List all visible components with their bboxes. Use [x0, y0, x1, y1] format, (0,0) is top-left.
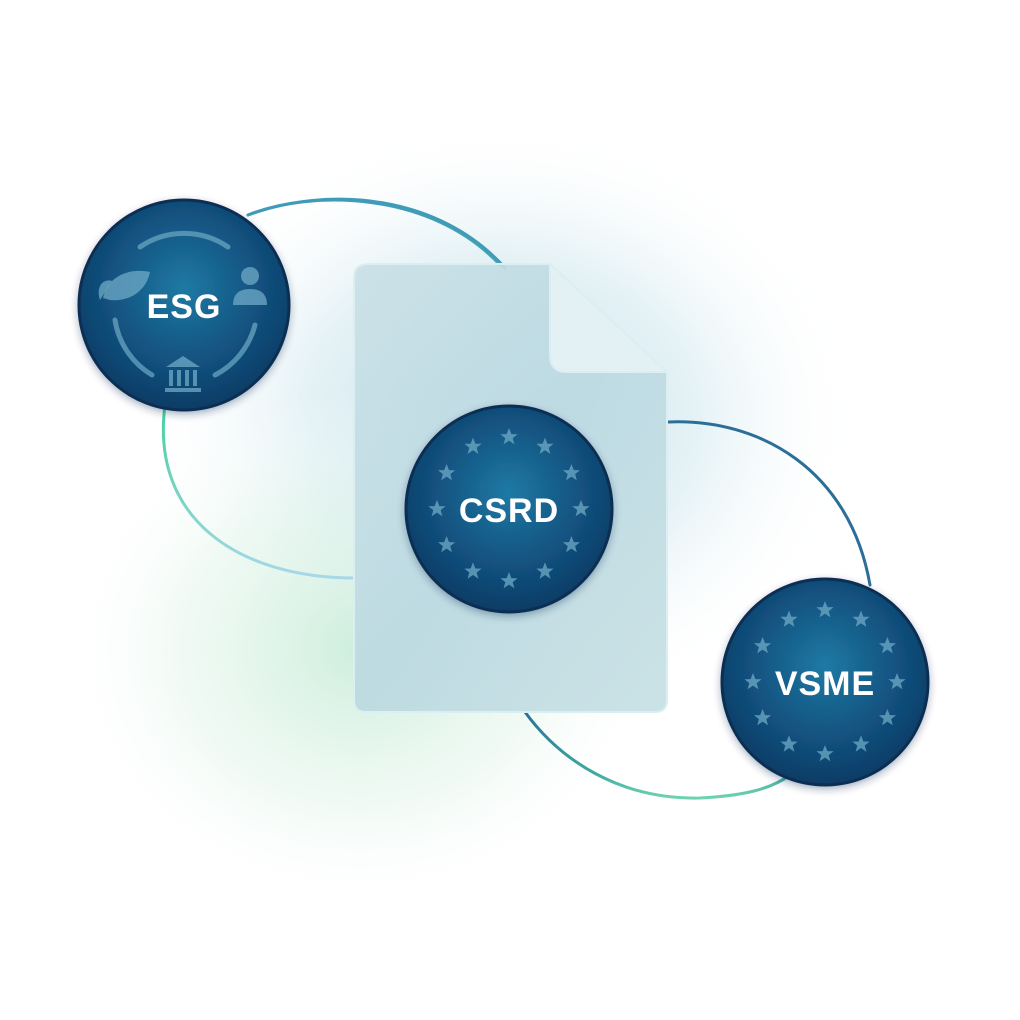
- leaf-icon: [98, 270, 150, 301]
- connector-esg-csrd-upper: [246, 197, 507, 270]
- csrd-label: CSRD: [459, 492, 559, 530]
- esg-label: ESG: [147, 288, 222, 326]
- vsme-label: VSME: [775, 665, 875, 703]
- connector-csrd-vsme-lower: [523, 710, 792, 800]
- vsme-badge: [720, 577, 930, 787]
- document-fold: [549, 261, 670, 373]
- bank-icon: [165, 356, 201, 392]
- cycle-arrows-icon: [112, 230, 258, 378]
- person-icon: [233, 267, 267, 305]
- csrd-badge: [404, 404, 614, 614]
- connector-csrd-vsme: [666, 420, 872, 587]
